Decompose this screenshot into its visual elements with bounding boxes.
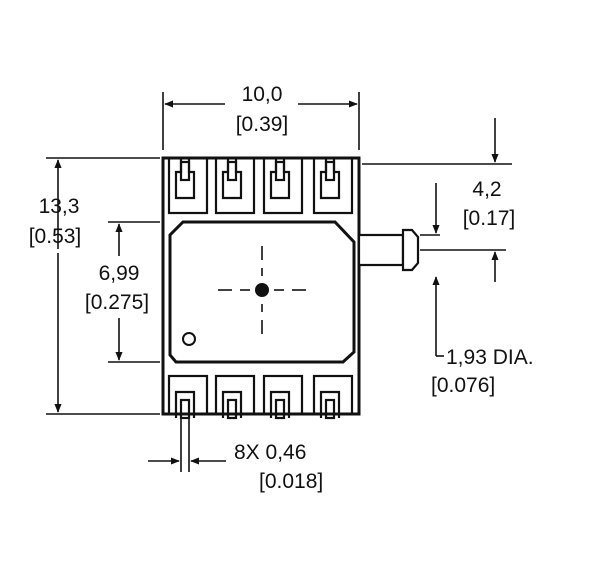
port-offset-dimension: [362, 118, 512, 236]
port-offset-value: 4,2: [472, 178, 501, 201]
port-diameter-inch: [0.076]: [431, 374, 495, 397]
pin-bottom-2: [214, 374, 256, 420]
port-offset-inch: [0.17]: [463, 207, 516, 230]
pin-bottom-3: [262, 374, 304, 420]
center-hole-icon: [255, 283, 269, 297]
height-inch: [0.53]: [29, 225, 82, 248]
port-diameter-dimension: [420, 249, 506, 357]
body-height-inch: [0.275]: [85, 291, 149, 314]
pin-top-1: [167, 156, 209, 215]
width-inch: [0.39]: [236, 113, 289, 136]
port-diameter-value: 1,93 DIA.: [446, 346, 534, 369]
pin-top-4: [312, 156, 354, 215]
pin-width-value: 8X 0,46: [234, 441, 306, 464]
pin1-marker-icon: [182, 332, 196, 346]
pin-width-inch: [0.018]: [259, 470, 323, 493]
height-dimension: [46, 157, 160, 415]
top-pin-row: [167, 156, 354, 215]
center-mark: [218, 246, 306, 334]
pressure-port: [357, 228, 420, 272]
width-value: 10,0: [242, 83, 283, 106]
pin-bottom-4: [312, 374, 354, 420]
pin-top-3: [262, 156, 304, 215]
body-height-dimension: [108, 221, 160, 363]
width-dimension: [162, 92, 360, 150]
height-value: 13,3: [39, 195, 80, 218]
pin-top-2: [214, 156, 256, 215]
body-height-value: 6,99: [99, 262, 140, 285]
pin-width-dimension: [148, 404, 226, 472]
